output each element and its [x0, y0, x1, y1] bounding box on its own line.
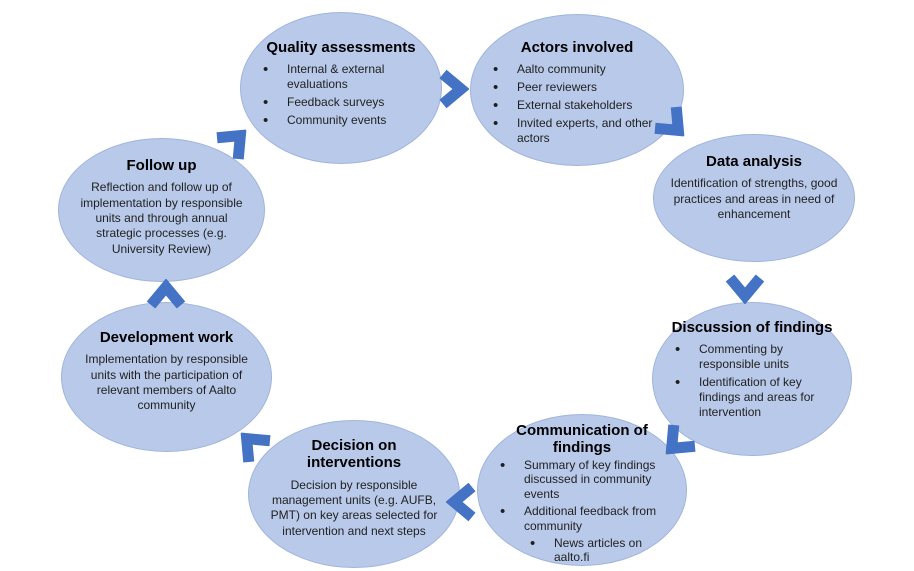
node-bullet-list: Summary of key findings discussed in com… [478, 457, 686, 568]
node-title: Actors involved [520, 39, 634, 56]
bullet-item: Identification of key findings and areas… [673, 374, 843, 420]
node-title: Decision on interventions [306, 437, 402, 472]
chevron-down-right-icon [654, 106, 685, 137]
bullet-item: Internal & external evaluations [261, 61, 433, 92]
bullet-item: Invited experts, and other actors [491, 115, 675, 146]
node-bullet-list: Internal & external evaluationsFeedback … [241, 61, 441, 131]
node-text: Reflection and follow up of implementati… [80, 180, 243, 256]
node-title: Quality assessments [266, 39, 416, 56]
bullet-item: News articles on aalto.fi [528, 535, 678, 565]
chevron-down-left-icon [665, 424, 696, 455]
node-communication-of-findings: Communication of findings Summary of key… [477, 414, 687, 566]
node-follow-up: Follow up Reflection and follow up of im… [58, 138, 265, 282]
bullet-item: External stakeholders [491, 97, 675, 116]
arrow-follow-up-to-quality [207, 115, 261, 169]
bullet-item: Feedback surveys [261, 94, 433, 113]
bullet-item: Community events [261, 112, 433, 131]
bullet-item: Peer reviewers [491, 79, 675, 98]
arrow-development-to-follow-up [145, 279, 187, 313]
node-actors-involved: Actors involved Aalto communityPeer revi… [470, 14, 684, 166]
node-title: Discussion of findings [671, 319, 833, 336]
chevron-up-icon [146, 279, 186, 309]
node-bullet-list: Commenting by responsible unitsIdentific… [653, 341, 851, 423]
bullet-item: Summary of key findings discussed in com… [498, 457, 678, 501]
node-bullet-list: Aalto communityPeer reviewersExternal st… [471, 61, 683, 149]
node-title: Data analysis [706, 153, 802, 170]
node-text: Decision by responsible management units… [270, 477, 438, 538]
bullet-item: Aalto community [491, 61, 675, 80]
arrow-discussion-to-communication [651, 415, 705, 469]
node-title: Development work [99, 329, 234, 346]
chevron-up-left-icon [240, 432, 271, 463]
node-discussion-of-findings: Discussion of findings Commenting by res… [652, 302, 852, 456]
bullet-item: Commenting by responsible units [673, 341, 843, 372]
arrow-decision-to-development [226, 418, 280, 472]
node-data-analysis: Data analysis Identification of strength… [653, 134, 855, 262]
arrow-communication-to-decision [446, 481, 480, 523]
node-quality-assessments: Quality assessments Internal & external … [240, 12, 442, 164]
node-development-work: Development work Implementation by respo… [61, 302, 272, 452]
bullet-item: Additional feedback from community [498, 503, 678, 533]
arrow-data-analysis-to-discussion [724, 270, 766, 304]
chevron-down-icon [725, 274, 765, 304]
arrow-actors-to-data-analysis [645, 97, 699, 151]
node-text: Implementation by responsible units with… [85, 352, 248, 413]
node-title: Follow up [126, 157, 197, 174]
arrow-quality-to-actors [435, 68, 469, 110]
chevron-right-icon [439, 69, 469, 109]
chevron-left-icon [446, 482, 476, 522]
node-text: Identification of strengths, good practi… [670, 176, 838, 221]
chevron-up-right-icon [216, 129, 247, 160]
node-title: Communication of findings [516, 422, 648, 456]
